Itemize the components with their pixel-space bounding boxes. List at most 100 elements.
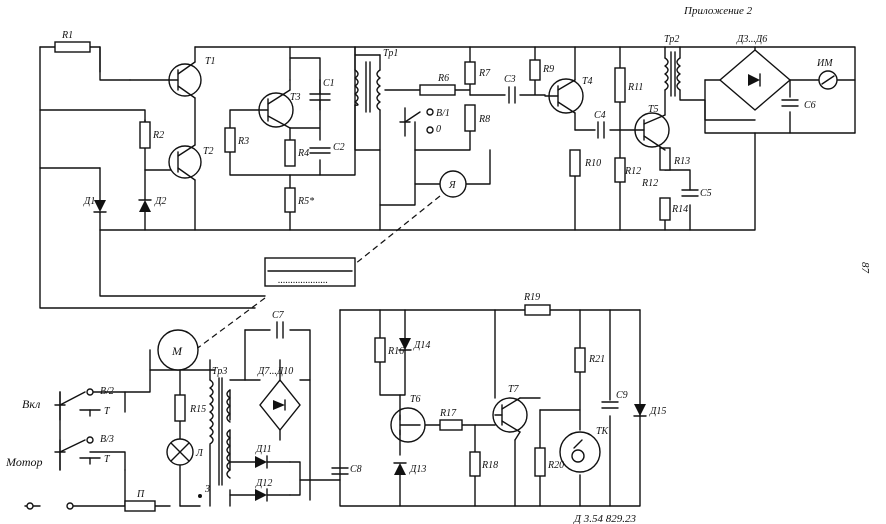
resistor-r12 — [614, 157, 626, 183]
terminal-panel — [264, 257, 356, 287]
label-t6: T6 — [410, 394, 421, 405]
capacitor-c7 — [276, 321, 284, 339]
terminal-left — [26, 502, 34, 510]
label-r1: R1 — [61, 30, 73, 41]
capacitor-c3 — [508, 86, 516, 104]
label-c2: C2 — [333, 142, 345, 153]
label-r18: R18 — [481, 460, 498, 471]
label-motor: Мотор — [5, 455, 43, 469]
label-r5: R5* — [297, 196, 314, 207]
resistor-r11 — [614, 67, 626, 103]
label-c1: C1 — [323, 78, 335, 89]
label-d12: Д12 — [255, 478, 272, 489]
label-r4: R4 — [297, 148, 309, 159]
capacitor-c4 — [597, 121, 605, 139]
capacitor-c9 — [601, 401, 619, 409]
indicator-ya — [439, 170, 467, 198]
label-t1: T1 — [205, 56, 216, 67]
label-d7-d10: Д7...Д10 — [257, 366, 293, 377]
label-d2: Д2 — [154, 196, 166, 207]
switch-labels: Вкл Мотор В/2 В/3 В/1 Т Т 0 — [5, 108, 450, 469]
label-c4: C4 — [594, 110, 606, 121]
diode-d12 — [255, 488, 291, 502]
lamp-l — [166, 438, 194, 466]
label-vkl: Вкл — [22, 397, 40, 411]
transistor-t7 — [492, 397, 541, 441]
resistor-r8 — [464, 104, 476, 132]
label-r11: R11 — [627, 82, 643, 93]
page-title: Приложение 2 — [683, 5, 753, 17]
label-r15: R15 — [189, 404, 206, 415]
label-r21: R21 — [588, 354, 605, 365]
label-d13: Д13 — [409, 464, 426, 475]
label-r13: R13 — [673, 156, 690, 167]
page-number: 87 — [859, 262, 871, 274]
transformer-tr1 — [354, 54, 381, 113]
label-r12b: R12 — [641, 178, 658, 189]
label-c5: C5 — [700, 188, 712, 199]
mechanical-link — [339, 195, 441, 277]
terminal-3 — [198, 494, 202, 498]
resistor-r2 — [139, 121, 151, 149]
diode-d1 — [93, 200, 107, 213]
top-section-wiring — [39, 46, 856, 309]
motor-m — [157, 329, 199, 371]
resistor-r20 — [534, 447, 546, 477]
label-r6: R6 — [437, 73, 449, 84]
transistor-t4 — [544, 78, 584, 114]
label-r17: R17 — [439, 408, 457, 419]
label-r8: R8 — [478, 114, 490, 125]
label-3: 3 — [204, 484, 210, 495]
label-v12: В/2 — [100, 386, 114, 397]
label-tk: ТК — [596, 426, 610, 437]
diode-d2 — [138, 199, 152, 212]
thermo-tk — [559, 431, 601, 473]
transformer-tr2 — [664, 51, 681, 97]
resistor-r7 — [464, 61, 476, 85]
transistor-t1 — [129, 61, 202, 99]
label-t7: T7 — [508, 384, 520, 395]
label-d11: Д11 — [255, 444, 272, 455]
label-v13: В/3 — [100, 434, 114, 445]
label-r3: R3 — [237, 136, 249, 147]
resistor-p — [124, 500, 156, 512]
transformer-tr3 — [209, 377, 231, 486]
label-c9: C9 — [616, 390, 628, 401]
label-tr2: Тр2 — [664, 34, 679, 45]
resistor-r19 — [524, 304, 551, 316]
resistor-r10 — [569, 149, 581, 177]
label-r12: R12 — [624, 166, 641, 177]
capacitor-c8 — [331, 467, 349, 475]
resistor-r5 — [284, 187, 296, 213]
panel-text: .................... — [278, 275, 328, 286]
label-ya: Я — [448, 180, 457, 191]
label-r19: R19 — [523, 292, 540, 303]
resistor-r16 — [374, 337, 386, 363]
diode-d15 — [633, 404, 647, 417]
resistor-r3 — [224, 127, 236, 153]
label-p: П — [136, 489, 145, 500]
resistor-r17 — [439, 419, 463, 431]
label-tr1: Тр1 — [383, 48, 398, 59]
label-r7: R7 — [478, 68, 491, 79]
capacitor-c5 — [681, 189, 699, 197]
label-t-b: Т — [104, 454, 111, 465]
capacitor-c6 — [781, 99, 799, 107]
switch-v1[interactable] — [399, 107, 434, 151]
bottom-section-wiring — [24, 309, 641, 507]
switch-v3[interactable] — [54, 436, 101, 471]
terminal-right — [66, 502, 74, 510]
label-v11: В/1 — [436, 108, 450, 119]
switch-v2[interactable] — [54, 388, 101, 421]
label-d14: Д14 — [413, 340, 430, 351]
label-r2: R2 — [152, 130, 164, 141]
meter-im — [818, 70, 838, 90]
diode-bridge-d3-d6 — [718, 49, 792, 111]
label-d15: Д15 — [649, 406, 666, 417]
resistor-r14 — [659, 197, 671, 221]
diode-d14 — [398, 338, 412, 351]
resistor-r9 — [529, 59, 541, 81]
resistor-r13 — [659, 147, 671, 171]
label-c3: C3 — [504, 74, 516, 85]
